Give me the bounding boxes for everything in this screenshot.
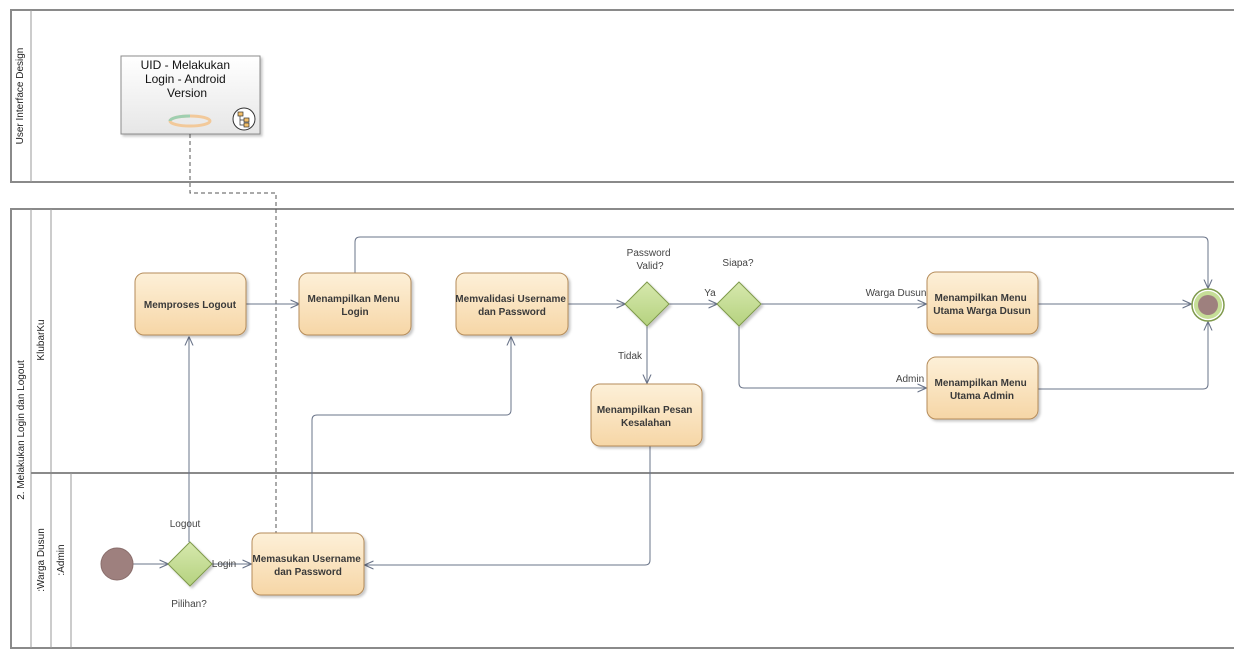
lane-label-klubarku: KlubarKu xyxy=(36,319,47,360)
action-label: Memproses Logout xyxy=(144,300,237,311)
action-memasukan-username[interactable]: Memasukan Username dan Password xyxy=(251,532,365,596)
action-menu-warga-dusun[interactable]: Menampilkan Menu Utama Warga Dusun xyxy=(926,271,1039,335)
action-label: Menampilkan Menu Utama Admin xyxy=(934,378,1029,402)
partition-user-interface-design: User Interface Design xyxy=(10,9,1234,183)
edge-admin-to-final xyxy=(1038,322,1208,390)
initial-node[interactable] xyxy=(100,547,134,581)
partition-label-ui-design: User Interface Design xyxy=(15,48,26,145)
decision-password-valid[interactable] xyxy=(624,281,670,327)
uid-element[interactable]: UID - Melakukan Login - Android Version xyxy=(120,55,261,135)
decision-label-pilihan: Pilihan? xyxy=(171,599,207,610)
action-label: Menampilkan Menu Login xyxy=(307,294,402,318)
edge-label-warga-dusun: Warga Dusun xyxy=(866,288,927,299)
edges xyxy=(133,236,1208,565)
lane-label-admin: :Admin xyxy=(56,544,67,575)
edge-memasukan-to-validasi xyxy=(311,337,511,533)
decision-label-siapa: Siapa? xyxy=(722,258,754,269)
final-node[interactable] xyxy=(1191,288,1225,322)
trace-dependency xyxy=(189,134,277,533)
edge-admin xyxy=(738,326,926,388)
edge-label-ya: Ya xyxy=(704,288,716,299)
action-label: Menampilkan Menu Utama Warga Dusun xyxy=(933,293,1030,317)
action-menampilkan-menu-login[interactable]: Menampilkan Menu Login xyxy=(298,272,412,336)
edge-label-logout: Logout xyxy=(170,519,201,530)
hierarchy-icon[interactable] xyxy=(232,107,256,131)
edge-label-tidak: Tidak xyxy=(618,351,643,362)
action-pesan-kesalahan[interactable]: Menampilkan Pesan Kesalahan xyxy=(590,383,703,447)
partition-login-logout: 2. Melakukan Login dan Logout KlubarKu :… xyxy=(10,208,1234,649)
action-memvalidasi[interactable]: Memvalidasi Username dan Password xyxy=(455,272,569,336)
action-memproses-logout[interactable]: Memproses Logout xyxy=(134,272,247,336)
edge-label-admin: Admin xyxy=(896,374,924,385)
action-menu-admin[interactable]: Menampilkan Menu Utama Admin xyxy=(926,356,1039,420)
edge-menu-login-to-final xyxy=(354,236,1208,288)
action-label: Memvalidasi Username dan Password xyxy=(455,294,568,318)
decision-pilihan[interactable] xyxy=(167,541,213,587)
decision-label-password-valid: Password Valid? xyxy=(627,248,674,272)
edge-label-login: Login xyxy=(212,559,236,570)
decision-siapa[interactable] xyxy=(716,281,762,327)
lane-label-warga-dusun: :Warga Dusun xyxy=(36,528,47,592)
uid-label: UID - Melakukan Login - Android Version xyxy=(141,58,234,100)
action-label: Menampilkan Pesan Kesalahan xyxy=(597,405,695,429)
partition-label-login-logout: 2. Melakukan Login dan Logout xyxy=(16,360,27,500)
edge-kesalahan-to-memasukan xyxy=(365,446,651,565)
action-label: Memasukan Username dan Password xyxy=(252,554,363,578)
